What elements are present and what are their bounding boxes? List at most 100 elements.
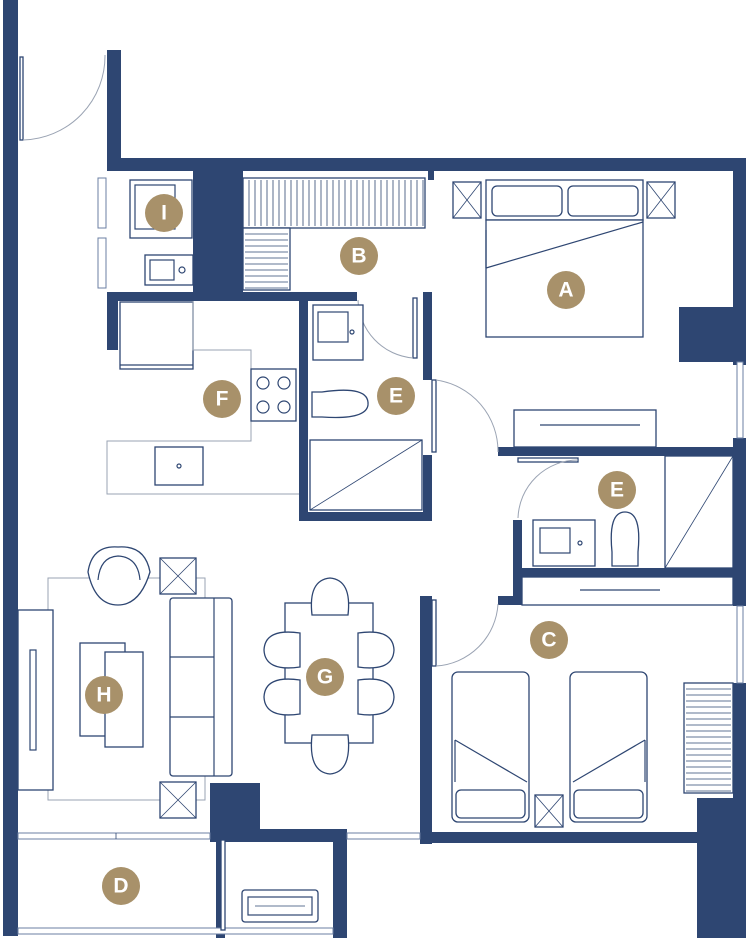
room-e2-fixtures xyxy=(521,455,734,606)
room-badge-b: B xyxy=(340,237,378,275)
wall-column-a xyxy=(679,307,746,362)
room-label-c: C xyxy=(541,629,556,652)
wall-balcony-right xyxy=(333,840,347,938)
door-entry-swing xyxy=(22,54,106,141)
window-bedroom-a xyxy=(736,361,744,439)
window-living-right xyxy=(346,832,421,840)
wall-kitchen-top-a xyxy=(107,292,357,301)
window-kitchen-left xyxy=(97,177,107,229)
kitchen-sink xyxy=(154,446,204,486)
room-label-a: A xyxy=(558,279,573,302)
bath1-vanity xyxy=(312,304,364,361)
wall-bath1-right-low xyxy=(423,455,432,521)
wall-corner-column xyxy=(697,798,746,938)
dining-chair-top xyxy=(310,577,350,616)
room-h-fixtures xyxy=(17,546,233,819)
fridge xyxy=(119,301,194,370)
wall-entry-pier xyxy=(107,50,121,165)
bath2-vanity xyxy=(532,519,596,567)
dining-chair-right-1 xyxy=(357,631,395,669)
room-label-b: B xyxy=(351,245,366,268)
door-bed-a-swing xyxy=(435,379,499,453)
wardrobe-a xyxy=(513,409,657,448)
room-badge-i: I xyxy=(145,194,183,232)
bath1-toilet xyxy=(311,389,369,419)
door-bed-c-swing xyxy=(435,603,499,667)
bed-c-right-pillow xyxy=(573,789,644,819)
wall-bath2-bottom xyxy=(513,568,746,577)
window-living-bottom xyxy=(17,832,211,840)
window-kitchen-left-2 xyxy=(97,237,107,289)
room-label-f: F xyxy=(216,388,229,411)
kitchen-counter-outline xyxy=(106,301,299,495)
wall-right-mid xyxy=(733,438,746,606)
door-bed-c-leaf xyxy=(431,599,437,667)
door-entry-leaf xyxy=(19,56,24,141)
armchair xyxy=(87,546,151,606)
room-badge-d: D xyxy=(102,867,140,905)
room-label-e1: E xyxy=(389,385,403,408)
wall-corridor-a-bottom xyxy=(498,447,746,456)
wall-top xyxy=(107,158,746,171)
door-bath2-swing xyxy=(517,459,579,519)
dining-chair-left-2 xyxy=(263,678,301,716)
door-bath1-swing xyxy=(357,299,414,359)
wall-bath2-stub xyxy=(498,596,522,605)
bed-a-pillow-left xyxy=(491,185,563,217)
window-bedroom-c xyxy=(736,605,744,684)
wall-bath1-left xyxy=(299,292,308,520)
dining-chair-left-1 xyxy=(263,631,301,669)
door-balcony-leaf xyxy=(220,839,226,931)
wall-bath1-right xyxy=(423,292,432,380)
door-bath2-leaf xyxy=(517,457,579,463)
wall-bed-c-left xyxy=(420,596,432,844)
room-label-h: H xyxy=(96,684,111,707)
room-badge-a: A xyxy=(547,271,585,309)
doors xyxy=(19,54,579,931)
room-badge-e2: E xyxy=(598,471,636,509)
bed-a-pillow-right xyxy=(567,185,639,217)
wall-laundry-right xyxy=(428,165,434,180)
windows xyxy=(17,177,744,935)
wall-living-column xyxy=(210,783,260,831)
room-d-fixtures xyxy=(241,889,319,923)
wall-living-bottom xyxy=(210,829,347,842)
room-a-fixtures xyxy=(452,179,676,448)
door-bed-a-leaf xyxy=(431,379,437,453)
room-label-e2: E xyxy=(610,479,624,502)
room-badge-h: H xyxy=(85,676,123,714)
bed-c-right xyxy=(569,671,648,823)
room-badge-c: C xyxy=(530,621,568,659)
walls xyxy=(3,0,746,938)
wall-bed-c-bottom xyxy=(420,832,710,843)
dining-chair-bottom xyxy=(310,734,350,775)
room-f-fixtures xyxy=(106,301,299,495)
bed-c-left xyxy=(451,671,530,823)
bath2-shelf xyxy=(521,576,734,606)
room-badge-g: G xyxy=(306,658,344,696)
room-badge-f: F xyxy=(203,380,241,418)
room-e1-fixtures xyxy=(309,304,423,511)
door-bath1-leaf xyxy=(412,297,418,359)
window-balcony-bottom xyxy=(17,927,334,935)
wall-right-lower xyxy=(733,683,746,801)
wall-left-outer xyxy=(3,0,18,936)
bath2-toilet xyxy=(610,511,640,567)
room-label-i: I xyxy=(161,202,167,225)
wall-bath2-left xyxy=(513,520,522,605)
dining-chair-right-2 xyxy=(357,678,395,716)
bed-c-left-pillow xyxy=(455,789,526,819)
room-badge-e1: E xyxy=(377,377,415,415)
shelving-rack-top xyxy=(242,177,426,229)
room-b-fixtures xyxy=(242,177,426,291)
room-c-fixtures xyxy=(451,671,734,828)
room-label-d: D xyxy=(113,875,128,898)
cooktop xyxy=(250,368,297,422)
wall-block-center xyxy=(193,165,243,295)
wall-kitchen-left xyxy=(107,292,118,350)
wall-bath1-bottom xyxy=(299,512,431,521)
shelving-c xyxy=(683,682,734,794)
room-label-g: G xyxy=(317,666,333,689)
shelving-rack-side xyxy=(242,227,291,291)
